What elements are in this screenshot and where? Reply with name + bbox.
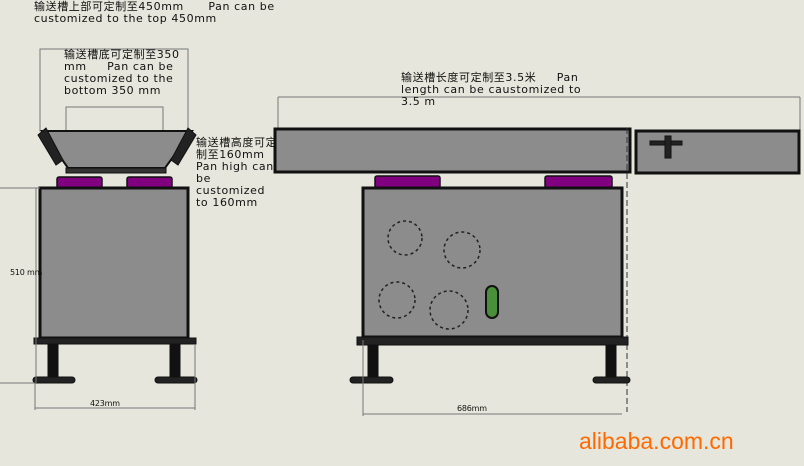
pad	[56, 176, 103, 189]
base-plate	[356, 336, 629, 346]
leg	[169, 343, 181, 378]
foot	[154, 376, 198, 384]
foot	[32, 376, 76, 384]
side-view	[0, 48, 198, 410]
pad	[126, 176, 173, 189]
leg	[367, 344, 379, 378]
front-view	[273, 96, 801, 416]
pan-extension	[634, 129, 801, 175]
hopper-pan	[40, 130, 194, 169]
foot	[349, 376, 394, 384]
annotation-top-width: 输送槽上部可定制至450mm Pan can be customized to …	[34, 0, 279, 25]
hopper-side-left	[37, 127, 64, 166]
foot	[592, 376, 631, 384]
indicator	[485, 285, 499, 319]
bracket	[649, 135, 683, 159]
dimension-side-width: 423mm	[90, 399, 120, 408]
hopper-side-right	[170, 127, 197, 166]
pan	[273, 127, 632, 174]
cabinet	[38, 186, 190, 340]
annotation-height: 输送槽高度可定制至160mm Pan high can be customize…	[196, 136, 278, 209]
motor-circles	[378, 220, 481, 330]
annotation-bottom-width: 输送槽底可定制至350 mm Pan can be customized to …	[64, 48, 184, 97]
annotation-length: 输送槽长度可定制至3.5米 Pan length can be caustomi…	[401, 71, 586, 108]
dimension-side-height: 510 mm	[10, 268, 43, 277]
base-plate	[33, 337, 197, 345]
watermark-logo: alibaba.com.cn	[579, 428, 734, 454]
pad	[544, 175, 613, 189]
pad	[374, 175, 441, 189]
annotation-frame-bottom	[65, 106, 164, 132]
leg	[47, 343, 59, 378]
dimension-front-width: 686mm	[457, 404, 487, 413]
leg	[605, 344, 617, 378]
